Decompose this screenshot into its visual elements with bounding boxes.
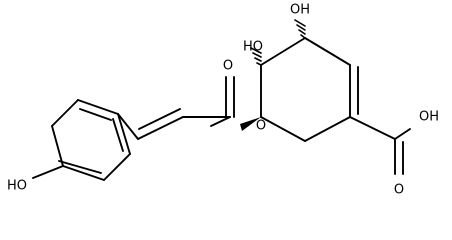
hydroxyl-label-c4: HO xyxy=(243,40,263,55)
chemical-structure-diagram: OH HO O O OH O HO xyxy=(7,3,439,198)
hydroxyl-label-c3: OH xyxy=(290,3,310,18)
bond-ester-o-carbonyl-c xyxy=(210,116,231,127)
ring-bond-c6-c5 xyxy=(260,116,306,142)
acid-carbonyl-oxygen-label: O xyxy=(394,183,404,198)
wedge-bond-c5-ester-o xyxy=(240,117,261,131)
bond-carboxyl-oh xyxy=(394,128,411,140)
acid-hydroxyl-label: OH xyxy=(419,110,439,125)
phenol-hydroxyl-label: HO xyxy=(7,179,27,194)
ester-carbonyl-oxygen-label: O xyxy=(223,59,233,74)
aromatic-bond-4 xyxy=(62,165,105,181)
bond-aromatic-phenol-o xyxy=(32,165,64,179)
aromatic-bond-2 xyxy=(51,99,79,127)
atom-labels: OH HO O O OH O HO xyxy=(7,3,439,198)
aromatic-double-3 xyxy=(112,118,124,152)
aromatic-double-1 xyxy=(79,108,112,121)
aromatic-bond-5 xyxy=(103,153,131,181)
aromatic-double-2 xyxy=(58,160,102,174)
aromatic-bond-6 xyxy=(117,113,131,155)
hashed-bond-c4-oh xyxy=(250,47,262,66)
hashed-bond-c3-oh xyxy=(294,19,306,39)
bonds xyxy=(32,37,411,181)
ring-bond-c4-c3 xyxy=(260,37,306,66)
ring-bond-c3-c2 xyxy=(304,37,351,66)
alkene-bond-2 xyxy=(138,108,181,130)
stereo-bonds xyxy=(240,19,306,131)
aromatic-bond-1 xyxy=(77,99,119,115)
bond-alkene-aromatic xyxy=(117,113,139,140)
ring-bond-c1-c6 xyxy=(304,116,351,142)
aromatic-bond-3 xyxy=(51,125,64,167)
alkene-bond-1 xyxy=(137,116,184,140)
bond-c1-carboxyl xyxy=(349,116,396,140)
ester-bridge-oxygen-label: O xyxy=(256,119,266,134)
